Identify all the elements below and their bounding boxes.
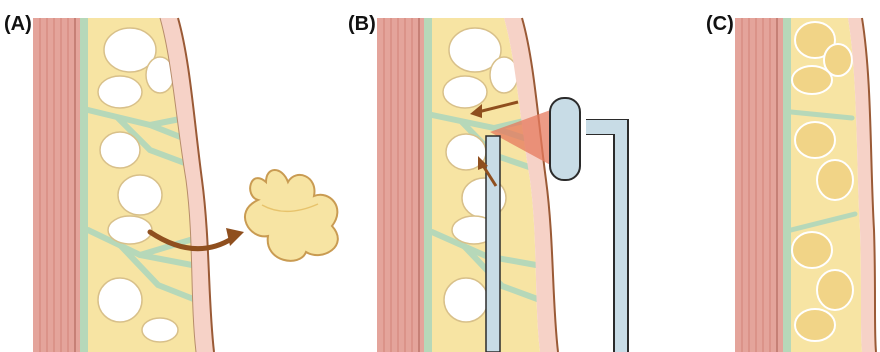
muscle-layer <box>735 18 783 352</box>
fascia-layer <box>783 18 791 352</box>
fascia-layer <box>424 18 432 352</box>
muscle-layer <box>33 18 80 352</box>
fascia-layer <box>80 18 88 352</box>
panel-label-b: (B) <box>348 13 376 35</box>
panel-label-c: (C) <box>706 13 734 35</box>
fat-lobe-icon <box>245 170 338 261</box>
muscle-layer <box>377 18 424 352</box>
panel-c: (C) <box>706 13 876 352</box>
panel-b: (B) <box>348 13 628 352</box>
panel-label-a: (A) <box>4 13 32 35</box>
panel-a: (A) <box>4 13 338 352</box>
